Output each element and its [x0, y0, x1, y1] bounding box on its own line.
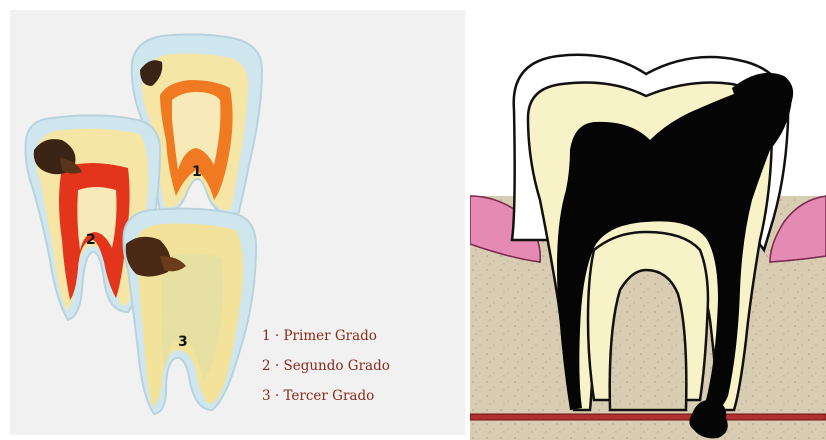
tooth-2-label: 2: [86, 232, 96, 248]
tooth-cross-section-svg: [470, 0, 826, 440]
nerve-canal: [470, 414, 826, 420]
inter-root-bone: [610, 270, 687, 410]
legend: 1 · Primer Grado 2 · Segundo Grado 3 · T…: [262, 328, 390, 404]
caries-grades-illustration: 1 2 3 1 · Primer Grado 2 · Segundo Grado…: [0, 0, 470, 440]
legend-item-3: 3 · Tercer Grado: [262, 388, 374, 404]
legend-item-1: 1 · Primer Grado: [262, 328, 377, 344]
tooth-1-label: 1: [192, 164, 202, 180]
legend-item-2: 2 · Segundo Grado: [262, 358, 390, 374]
tooth-cross-section: [470, 0, 826, 440]
tooth-3-label: 3: [178, 334, 188, 350]
caries-grades-svg: 1 2 3 1 · Primer Grado 2 · Segundo Grado…: [0, 0, 470, 440]
